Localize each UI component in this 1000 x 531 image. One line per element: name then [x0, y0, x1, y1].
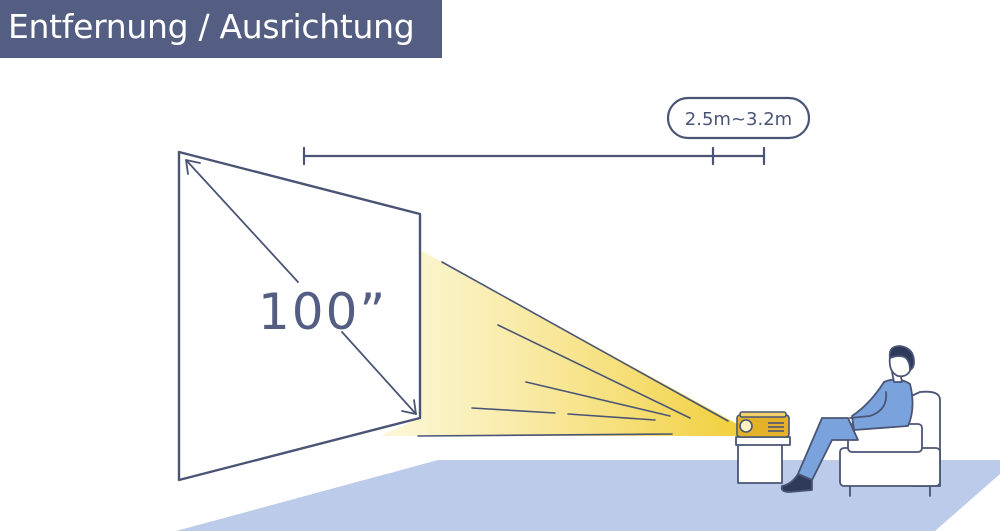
distance-label: 2.5m~3.2m	[685, 109, 792, 130]
title-banner: Entfernung / Ausrichtung	[0, 0, 442, 58]
page-title: Entfernung / Ausrichtung	[8, 7, 415, 46]
beam-lines	[417, 261, 729, 437]
distance-badge	[666, 96, 811, 140]
projection-screen	[177, 150, 422, 482]
seated-person	[780, 345, 915, 493]
light-beam	[380, 250, 740, 436]
side-table	[735, 436, 791, 484]
distance-scale	[302, 146, 766, 166]
floor	[176, 460, 1000, 531]
projector-icon	[736, 411, 790, 438]
screen-size-label: 100”	[258, 283, 387, 341]
armchair	[839, 390, 941, 497]
diagonal-arrow	[185, 159, 417, 415]
